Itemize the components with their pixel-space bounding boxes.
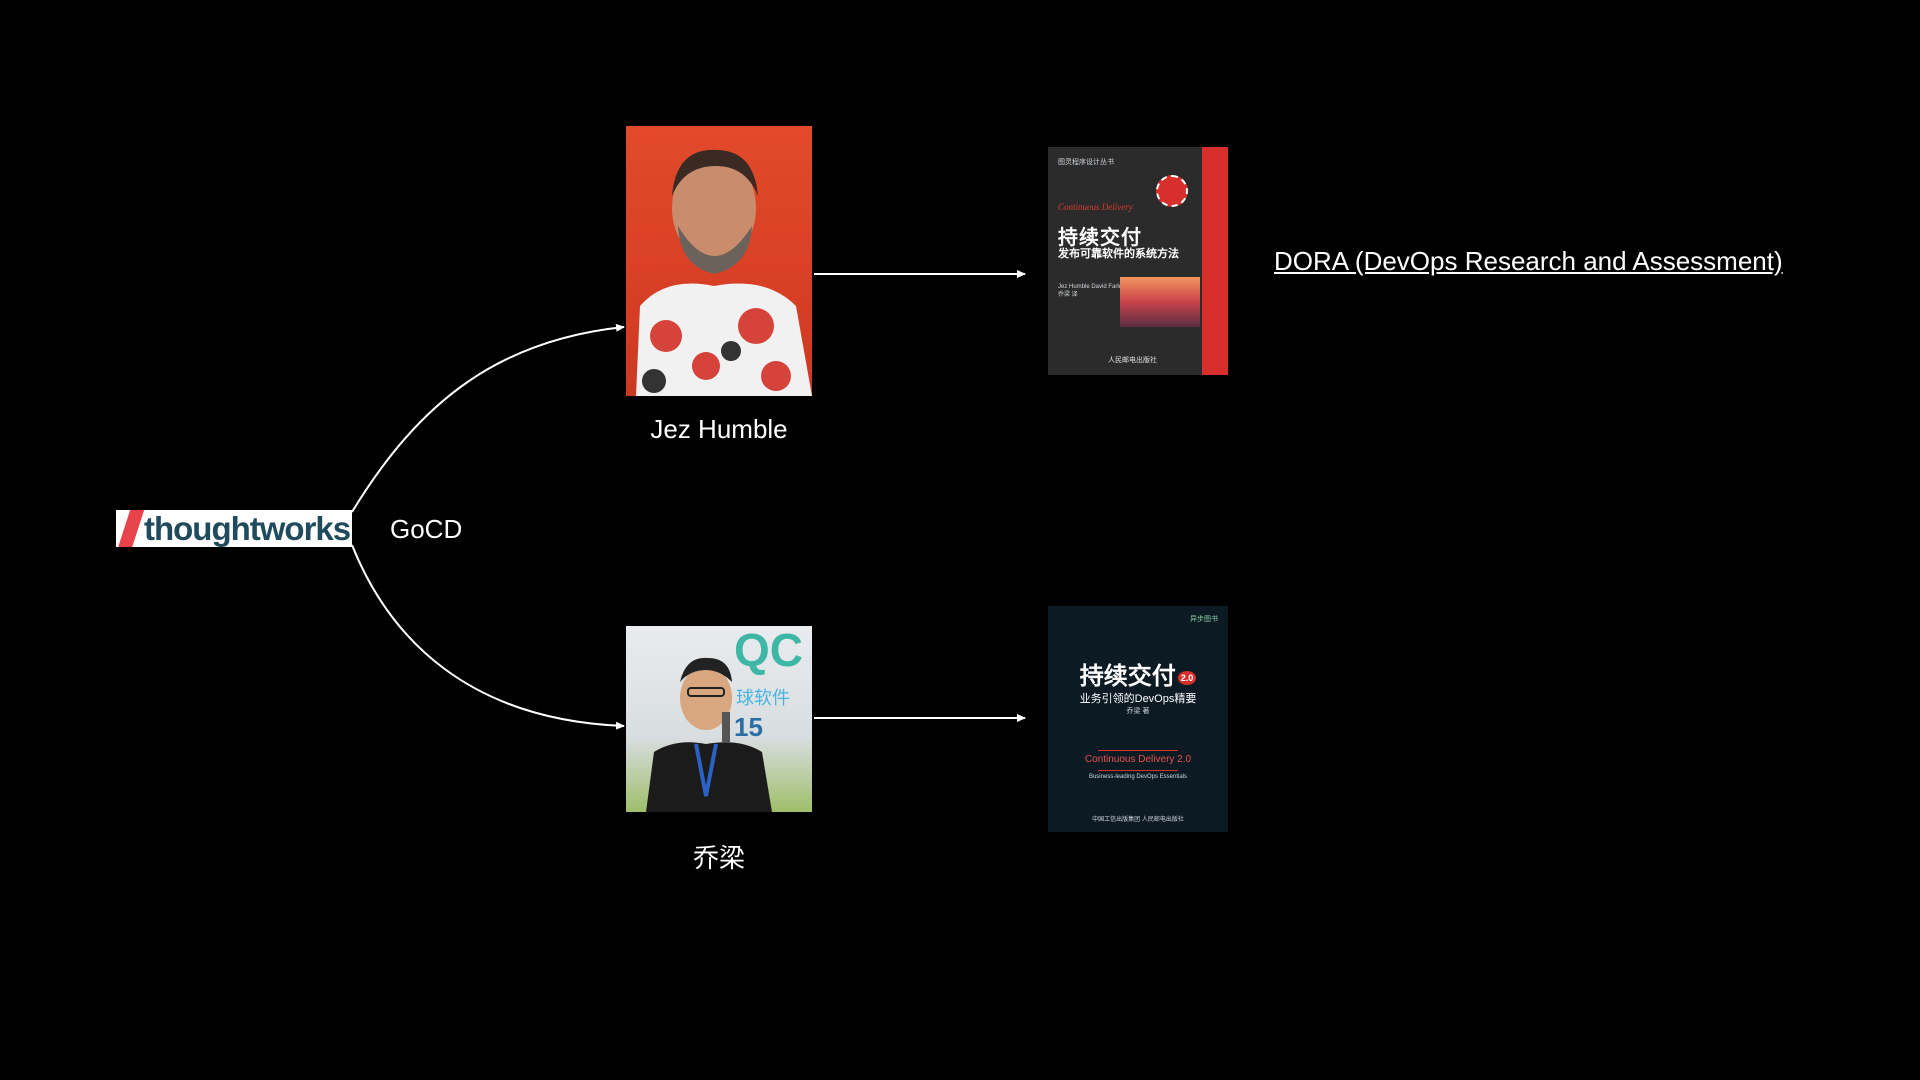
gocd-label: GoCD bbox=[390, 514, 463, 544]
book2-english-title: Continuous Delivery 2.0 bbox=[1084, 754, 1192, 765]
book1-series-tag: 图灵程序设计丛书 bbox=[1058, 159, 1114, 166]
logo-wordmark: thoughtworks bbox=[144, 510, 351, 547]
book1-english-title: Continuous Delivery bbox=[1058, 202, 1133, 212]
book2-top-tag: 异步图书 bbox=[1190, 616, 1218, 623]
jez-humble-photo bbox=[626, 126, 812, 396]
book1-authors: Jez Humble David Farley 乔梁 译 bbox=[1058, 283, 1125, 299]
book1-chinese-title: 持续交付 bbox=[1058, 225, 1142, 249]
dora-link[interactable]: DORA (DevOps Research and Assessment) bbox=[1274, 246, 1783, 276]
book2-version-badge: 2.0 bbox=[1177, 670, 1197, 685]
arrow-thoughtworks-to-jez bbox=[351, 323, 625, 513]
book2-rule-bottom bbox=[1098, 770, 1178, 771]
book2-english-subtitle: Business-leading DevOps Essentials bbox=[1088, 774, 1188, 780]
thoughtworks-logo: thoughtworks bbox=[116, 510, 352, 547]
book2-chinese-title: 持续交付 bbox=[1079, 663, 1176, 690]
book1-press: 人民邮电出版社 bbox=[1108, 357, 1157, 364]
svg-text:球软件: 球软件 bbox=[736, 688, 790, 709]
book2-chinese-subtitle: 业务引领的DevOps精要 bbox=[1079, 693, 1197, 705]
person-name-jez: Jez Humble bbox=[650, 414, 788, 444]
book2-rule-top bbox=[1098, 750, 1178, 751]
book1-award-badge bbox=[1156, 175, 1188, 207]
book1-author-names: Jez Humble David Farley bbox=[1058, 284, 1126, 290]
book2-publishers: 中国工信出版集团 人民邮电出版社 bbox=[1092, 817, 1184, 823]
book1-chinese-subtitle: 发布可靠软件的系统方法 bbox=[1058, 247, 1179, 260]
book1-bridge-scene-image bbox=[1120, 277, 1200, 327]
book1-translator: 乔梁 译 bbox=[1058, 292, 1078, 298]
svg-text:QC: QC bbox=[734, 626, 803, 676]
arrow-thoughtworks-to-qiao bbox=[351, 544, 625, 730]
qiao-liang-photo: QC 球软件 15 bbox=[626, 626, 812, 812]
book2-author: 乔梁 著 bbox=[1126, 708, 1150, 715]
person-name-qiao: 乔梁 bbox=[692, 843, 745, 873]
logo-slash-mark bbox=[116, 510, 146, 547]
book-cover-continuous-delivery: 图灵程序设计丛书 Continuous Delivery 持续交付 发布可靠软件… bbox=[1048, 147, 1228, 375]
svg-text:15: 15 bbox=[734, 712, 763, 742]
